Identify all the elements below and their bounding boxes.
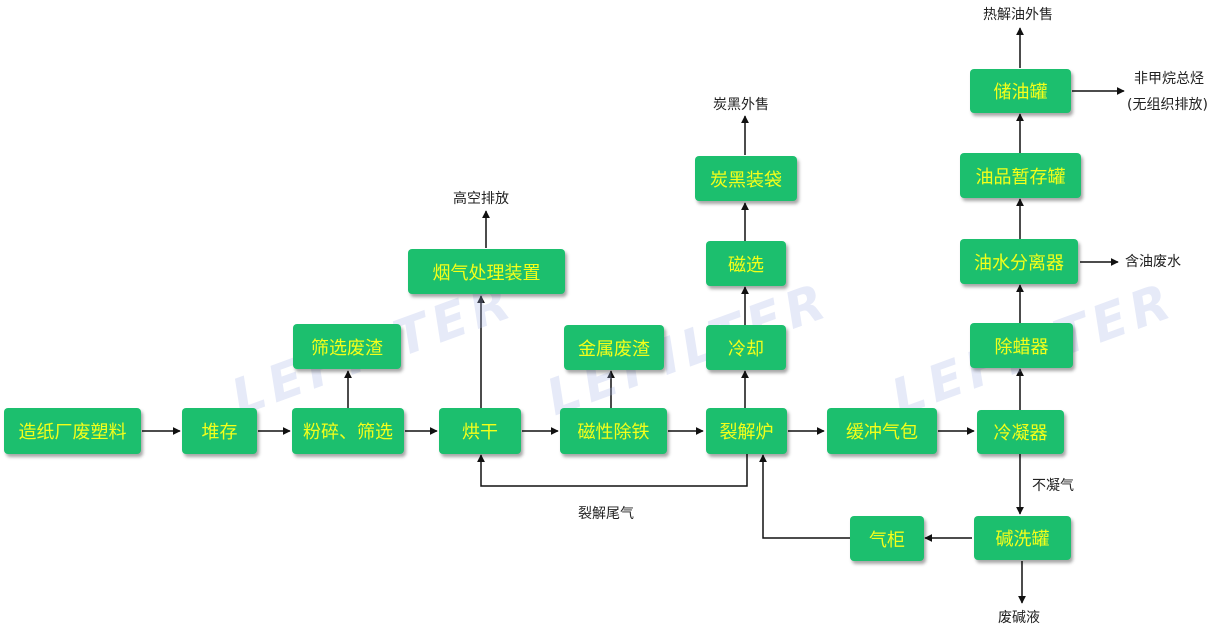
node-gas-holder: 气柜 (850, 516, 924, 561)
arrow-gasholder-to-furnace (759, 454, 850, 539)
node-oil-temp-tank: 油品暂存罐 (960, 153, 1081, 198)
node-oil-water-separator: 油水分离器 (960, 239, 1078, 284)
node-alkali-wash-tank: 碱洗罐 (974, 516, 1071, 560)
node-cooling: 冷却 (706, 325, 786, 370)
node-magnetic-separation: 磁选 (706, 241, 786, 286)
label-non-condensable-gas: 不凝气 (1032, 478, 1074, 494)
node-metal-residue: 金属废渣 (564, 325, 664, 370)
node-magnetic-iron-removal: 磁性除铁 (560, 408, 667, 454)
node-storage: 堆存 (182, 408, 257, 454)
label-unorganized-emission: (无组织排放) (1127, 97, 1208, 113)
label-nmhc: 非甲烷总烃 (1134, 71, 1204, 87)
node-oil-storage-tank: 储油罐 (970, 69, 1071, 113)
node-drying: 烘干 (439, 408, 521, 454)
label-pyrolysis-oil-sale: 热解油外售 (983, 7, 1053, 23)
label-pyrolysis-tail-gas: 裂解尾气 (578, 506, 634, 522)
node-buffer-bag: 缓冲气包 (827, 408, 937, 454)
node-dewaxer: 除蜡器 (970, 323, 1073, 368)
label-high-altitude-emission: 高空排放 (453, 191, 509, 207)
node-waste-plastic: 造纸厂废塑料 (4, 408, 141, 454)
label-carbon-black-sale: 炭黑外售 (713, 97, 769, 113)
node-flue-gas-treatment: 烟气处理装置 (408, 249, 565, 294)
label-waste-lye: 废碱液 (998, 610, 1040, 626)
node-pyrolysis-furnace: 裂解炉 (706, 408, 787, 454)
node-crush-screen: 粉碎、筛选 (292, 408, 404, 454)
node-screen-residue: 筛选废渣 (293, 324, 401, 369)
arrow-tailgas-to-drying (477, 454, 748, 487)
label-oily-wastewater: 含油废水 (1125, 254, 1181, 270)
node-carbon-black-bagging: 炭黑装袋 (695, 156, 797, 201)
node-condenser: 冷凝器 (977, 410, 1064, 454)
